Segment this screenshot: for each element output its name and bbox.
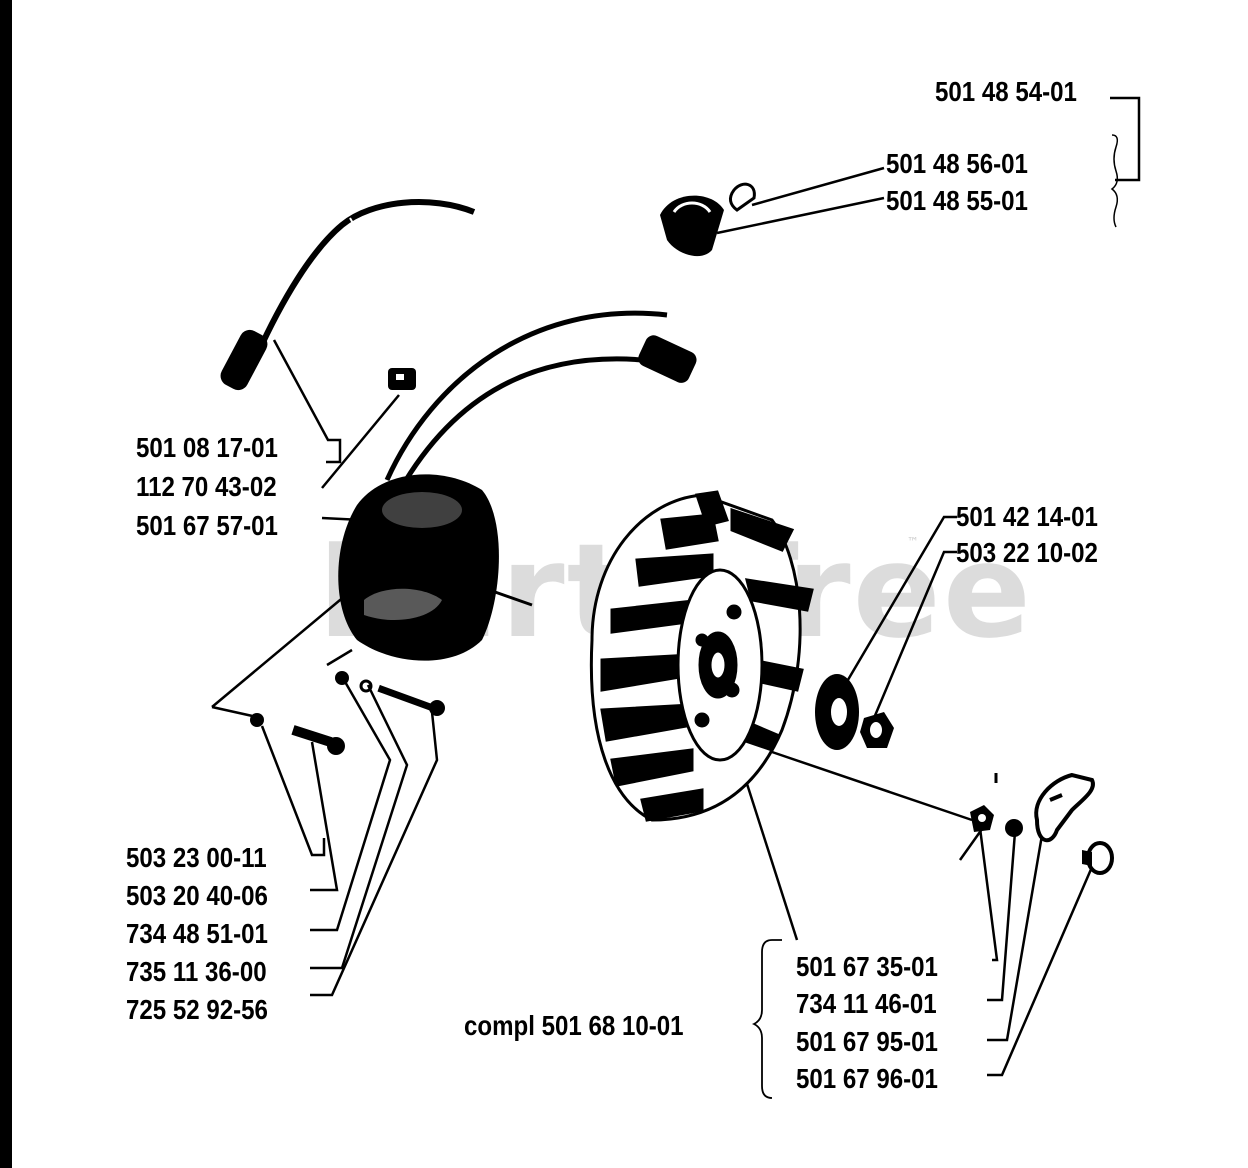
part-501-67-35-01: 501 67 35-01 [796,951,938,982]
coil-wires [384,310,697,492]
leader-734-48-51-01 [310,679,392,932]
part-501-48-55-01: 501 48 55-01 [886,185,1028,216]
part-501-48-54-01: 501 48 54-01 [935,76,1077,107]
part-725-52-92-56: 725 52 92-56 [126,994,268,1025]
flywheel [589,490,814,822]
leader-501-42-14-01 [840,515,957,691]
part-501-48-56-01: 501 48 56-01 [886,148,1028,179]
leader-501-67-96-01 [987,859,1097,1077]
part-503-22-10-02: 503 22 10-02 [956,537,1098,568]
spark-plug-wire [220,199,476,391]
module-gap [494,590,533,607]
part-734-48-51-01: 734 48 51-01 [126,918,268,949]
leader-501-67-95-01 [987,834,1044,1042]
bracket-top-right [1110,96,1141,182]
leader-725-52-92-56 [310,711,439,997]
leader-112-70-43-02 [321,394,400,489]
pawl-parts [970,772,1114,875]
part-501-08-17-01: 501 08 17-01 [136,432,278,463]
part-501-67-96-01: 501 67 96-01 [796,1063,938,1094]
kit-compl-501-68-10-01: compl 501 68 10-01 [464,1010,684,1041]
leader-735-11-36-00 [310,684,409,970]
watermark-trademark: ™ [907,535,919,549]
leader-734-11-46-01 [987,831,1017,1002]
ignition-module [338,474,499,661]
diagram-artwork [211,96,1141,1099]
leader-coil-tick [326,648,353,667]
bracket-compl [751,939,782,1099]
flywheel-nut [860,712,894,748]
wire-clip-parts [660,182,756,257]
part-503-23-00-11: 503 23 00-11 [126,842,267,873]
leader-501-67-35-01b [978,827,999,962]
leader-501-08-17-01 [272,339,342,464]
leader-503-20-40-06 [310,741,339,892]
part-112-70-43-02: 112 70 43-02 [136,471,277,502]
leader-503-23-00-11 [260,725,326,857]
leader-501-48-56-01 [751,166,885,207]
part-501-67-57-01: 501 67 57-01 [136,510,278,541]
bracket-curly-top [1110,134,1119,228]
leader-501-67-35-01 [738,761,799,941]
grommet-part [388,368,416,390]
flywheel-washer [815,674,859,750]
part-734-11-46-01: 734 11 46-01 [796,988,937,1019]
part-501-42-14-01: 501 42 14-01 [956,501,1098,532]
leader-coil-left [211,589,353,708]
leader-coil-left-b [211,705,258,719]
leader-lines [211,96,1141,1099]
module-screws [250,671,445,755]
parts-diagram: PartsTree ™ [12,0,1248,1168]
part-735-11-36-00: 735 11 36-00 [126,956,267,987]
part-501-67-95-01: 501 67 95-01 [796,1026,938,1057]
leader-503-22-10-02 [872,550,957,719]
leader-501-48-55-01 [716,196,885,235]
part-503-20-40-06: 503 20 40-06 [126,880,268,911]
leader-key [771,750,973,822]
